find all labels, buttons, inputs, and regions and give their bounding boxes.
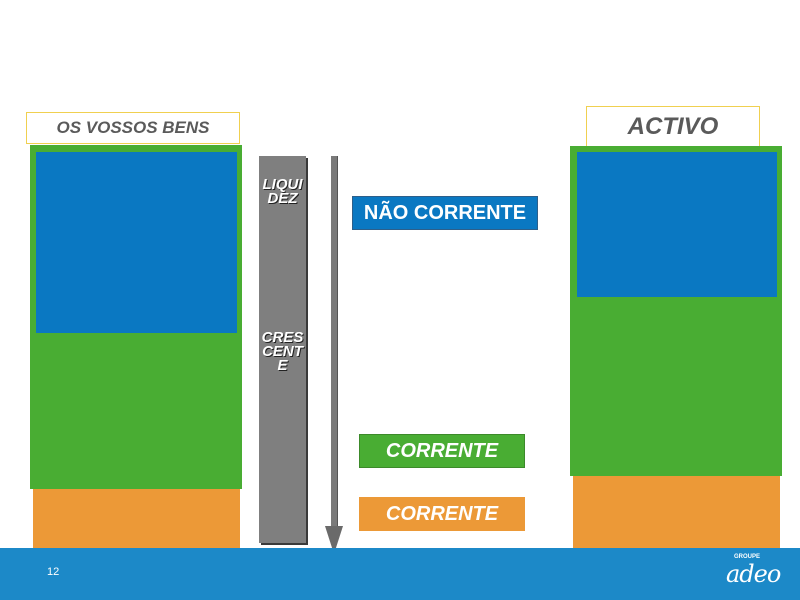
right-orange-block — [573, 476, 780, 548]
liquidity-label: LIQUIDEZ — [262, 176, 303, 207]
right-column-title: ACTIVO — [586, 106, 760, 148]
logo-groupe-text: GROUPE — [734, 554, 761, 560]
liquidity-bar: LIQUIDEZ CRESCENTE — [259, 156, 306, 543]
adeo-logo: GROUPE adeo — [720, 552, 782, 590]
page-number: 12 — [47, 566, 60, 578]
left-orange-block — [33, 489, 240, 548]
current-green-tag: CORRENTE — [359, 434, 525, 468]
logo-name-text: adeo — [726, 560, 781, 588]
right-blue-block — [577, 152, 777, 297]
down-arrow-shaft — [331, 156, 337, 528]
left-blue-block — [36, 152, 237, 333]
footer-band — [0, 548, 800, 600]
increasing-label: CRESCENTE — [261, 329, 304, 374]
non-current-tag: NÃO CORRENTE — [352, 196, 538, 230]
current-orange-tag: CORRENTE — [359, 497, 525, 531]
down-arrow-icon — [325, 526, 343, 554]
left-column-title: OS VOSSOS BENS — [26, 112, 240, 144]
